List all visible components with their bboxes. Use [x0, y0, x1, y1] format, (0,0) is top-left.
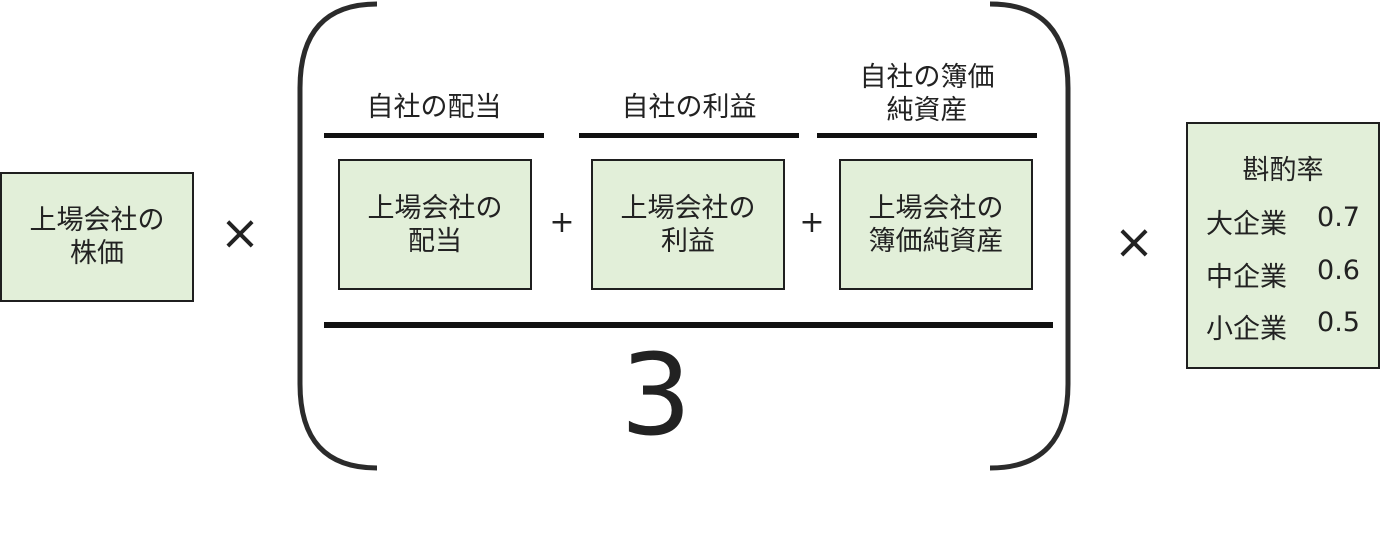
fraction-bar-net-assets	[817, 133, 1037, 138]
right-bracket	[989, 1, 1071, 471]
listed-dividend-box: 上場会社の 配当	[338, 159, 532, 290]
rate-row-medium: 中企業 0.6	[1206, 255, 1360, 294]
company-size-label: 小企業	[1206, 314, 1287, 345]
plus-sign-1: +	[549, 205, 575, 240]
rate-row-large: 大企業 0.7	[1206, 202, 1360, 241]
own-profit-label: 自社の利益	[621, 92, 757, 123]
multiply-sign-right: ×	[1113, 214, 1155, 270]
left-bracket	[297, 1, 378, 471]
divisor: 3	[620, 331, 692, 461]
main-fraction-bar	[324, 322, 1053, 328]
listed-profit-box: 上場会社の 利益	[591, 159, 785, 290]
rate-value: 0.7	[1317, 202, 1360, 233]
plus-sign-2: +	[799, 205, 825, 240]
rate-value: 0.6	[1317, 255, 1360, 286]
multiply-sign-left: ×	[219, 205, 261, 261]
rate-value: 0.5	[1317, 307, 1360, 338]
rate-table-title: 斟酌率	[1242, 155, 1324, 186]
listed-book-net-assets-box: 上場会社の 簿価純資産	[839, 159, 1033, 290]
company-size-label: 大企業	[1206, 209, 1287, 240]
discount-rate-table: 斟酌率 大企業 0.7 中企業 0.6 小企業 0.5	[1186, 122, 1380, 369]
own-book-net-assets-label: 自社の簿価 純資産	[859, 62, 995, 126]
listed-stock-price-box: 上場会社の 株価	[0, 172, 194, 302]
rate-row-small: 小企業 0.5	[1206, 307, 1360, 346]
own-dividend-label: 自社の配当	[366, 92, 502, 123]
fraction-bar-profit	[579, 133, 799, 138]
fraction-bar-dividend	[324, 133, 544, 138]
company-size-label: 中企業	[1206, 262, 1287, 293]
